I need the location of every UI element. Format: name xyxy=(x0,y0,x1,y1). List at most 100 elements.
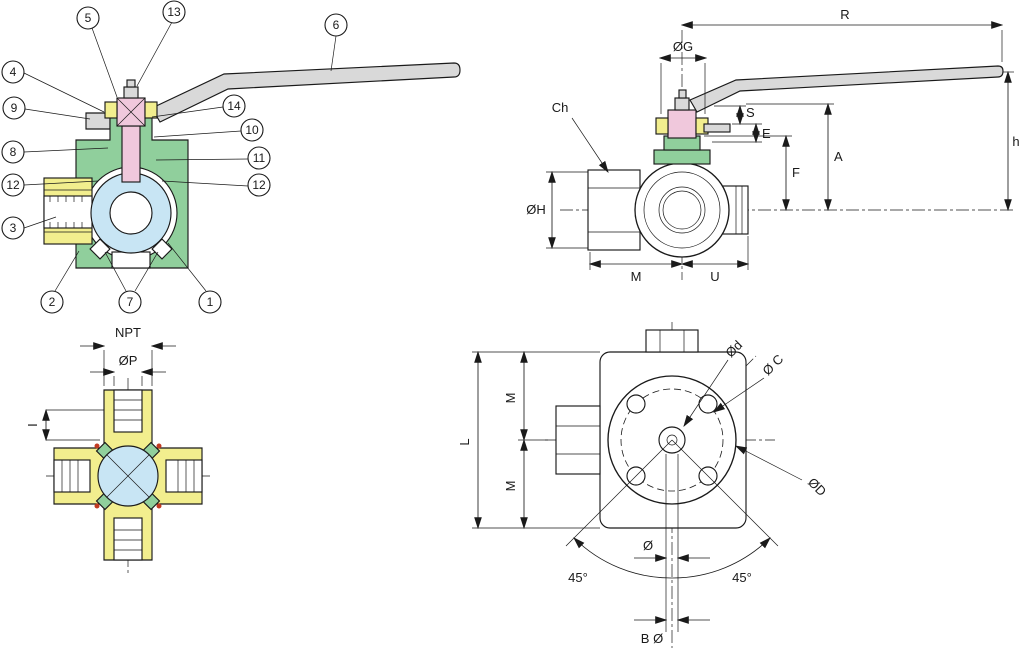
seat-left xyxy=(89,238,111,260)
front-view: L M M Ød Ø C ØD 45° 45° xyxy=(457,322,829,648)
o-ring-4 xyxy=(156,503,162,509)
dim-label-Ch: Ch xyxy=(552,100,569,115)
side-body xyxy=(587,162,749,258)
callout-8: 8 xyxy=(1,140,25,164)
side-view: R ØG Ch S E F A xyxy=(526,7,1019,284)
ball-section xyxy=(90,172,172,254)
dim-R: R xyxy=(680,7,1004,62)
callout-3-number: 3 xyxy=(10,221,17,235)
end-cap-bore xyxy=(43,195,93,229)
dim-label-M-bottom: M xyxy=(503,481,518,492)
dim-label-E: E xyxy=(762,126,771,141)
callout-10: 10 xyxy=(240,118,264,142)
side-bore-circle-inner xyxy=(662,190,702,230)
callout-13: 13 xyxy=(162,0,186,24)
gland-right xyxy=(144,101,158,119)
callout-8-number: 8 xyxy=(10,145,17,159)
callout-6: 6 xyxy=(324,13,348,37)
callout-2: 2 xyxy=(40,290,64,314)
callout-6-number: 6 xyxy=(333,18,340,32)
bolt-hole-top-left xyxy=(626,394,646,414)
side-stem-stud xyxy=(678,89,687,99)
dim-label-I: I xyxy=(25,423,40,427)
end-cap-section xyxy=(43,177,93,245)
dim-B: B Ø xyxy=(634,616,710,646)
right-port-bore xyxy=(165,459,203,493)
dim-F: F xyxy=(704,134,800,212)
callout-4: 4 xyxy=(1,60,25,84)
callouts: 5 13 6 4 9 14 10 8 11 12 12 3 2 7 1 xyxy=(1,0,348,314)
side-body-circle xyxy=(634,162,730,258)
dim-label-45-right: 45° xyxy=(732,570,752,585)
stem xyxy=(121,125,141,183)
callout-12-right: 12 xyxy=(247,173,271,197)
dim-OG: ØG xyxy=(658,39,708,114)
callout-5: 5 xyxy=(76,6,100,30)
callout-9: 9 xyxy=(2,96,26,120)
dim-label-B: B Ø xyxy=(641,631,663,646)
dim-label-h: h xyxy=(1012,134,1019,149)
side-hex-port xyxy=(587,169,641,251)
dim-label-45-left: 45° xyxy=(568,570,588,585)
dim-label-OG: ØG xyxy=(673,39,693,54)
dim-M-side: M xyxy=(588,252,684,284)
dim-label-S: S xyxy=(746,105,755,120)
front-body xyxy=(555,329,747,529)
callout-3: 3 xyxy=(1,216,25,240)
side-stem-packing xyxy=(667,109,697,139)
bottom-port-bore-cross xyxy=(113,517,143,561)
side-handle-lever xyxy=(689,65,1004,113)
callout-leaders xyxy=(23,21,337,292)
dim-L: L xyxy=(457,350,600,530)
dim-stem-square: Ø xyxy=(634,454,710,632)
dim-label-OD: ØD xyxy=(805,475,829,499)
cross-section-view: NPT ØP I xyxy=(25,325,210,576)
bottom-port-bore xyxy=(111,251,151,269)
front-top-hex xyxy=(645,329,699,353)
callout-7: 7 xyxy=(118,290,142,314)
callout-12-left: 12 xyxy=(1,173,25,197)
side-stem-nut xyxy=(674,97,690,111)
gland-left xyxy=(104,101,118,119)
dim-OD: ØD xyxy=(734,445,829,499)
side-gland-left xyxy=(655,117,669,135)
dim-M-top: M xyxy=(503,350,548,442)
callout-1: 1 xyxy=(198,290,222,314)
side-stem-assembly xyxy=(653,65,1004,165)
bolt-circle xyxy=(620,388,724,492)
dim-label-OP: ØP xyxy=(119,353,138,368)
dim-45-angles: 45° 45° xyxy=(565,439,779,585)
callout-13-number: 13 xyxy=(167,5,181,19)
bolt-hole-top-right xyxy=(698,394,718,414)
dim-label-NPT: NPT xyxy=(115,325,141,340)
callout-1-number: 1 xyxy=(207,295,214,309)
left-port-bore xyxy=(53,459,91,493)
callout-11-number: 11 xyxy=(253,151,266,165)
callout-4-number: 4 xyxy=(10,65,17,79)
stem-nut xyxy=(123,86,139,99)
side-right-port-threads xyxy=(735,186,743,234)
callout-14-number: 14 xyxy=(227,99,241,113)
callout-9-number: 9 xyxy=(11,101,18,115)
dim-label-OC: Ø C xyxy=(759,351,786,378)
cross-bores xyxy=(53,389,203,561)
dim-label-OH: ØH xyxy=(526,202,546,217)
dim-label-R: R xyxy=(840,7,849,22)
dim-label-A: A xyxy=(834,149,843,164)
callout-12-left-number: 12 xyxy=(6,178,20,192)
dim-M-bottom: M xyxy=(503,438,528,530)
end-cap-threads xyxy=(49,196,83,228)
stem-hole-inner xyxy=(666,434,678,446)
dim-label-M-top: M xyxy=(503,393,518,404)
o-ring-2 xyxy=(156,443,162,449)
o-ring-1 xyxy=(94,443,100,449)
stem-section xyxy=(104,79,158,183)
stem-packing-hatch xyxy=(116,97,146,127)
dim-NPT: NPT xyxy=(80,325,176,386)
callout-2-number: 2 xyxy=(49,295,56,309)
stem-stud xyxy=(126,79,136,88)
dim-label-U: U xyxy=(710,269,719,284)
dim-OH: ØH xyxy=(526,170,588,250)
callout-5-number: 5 xyxy=(85,11,92,25)
